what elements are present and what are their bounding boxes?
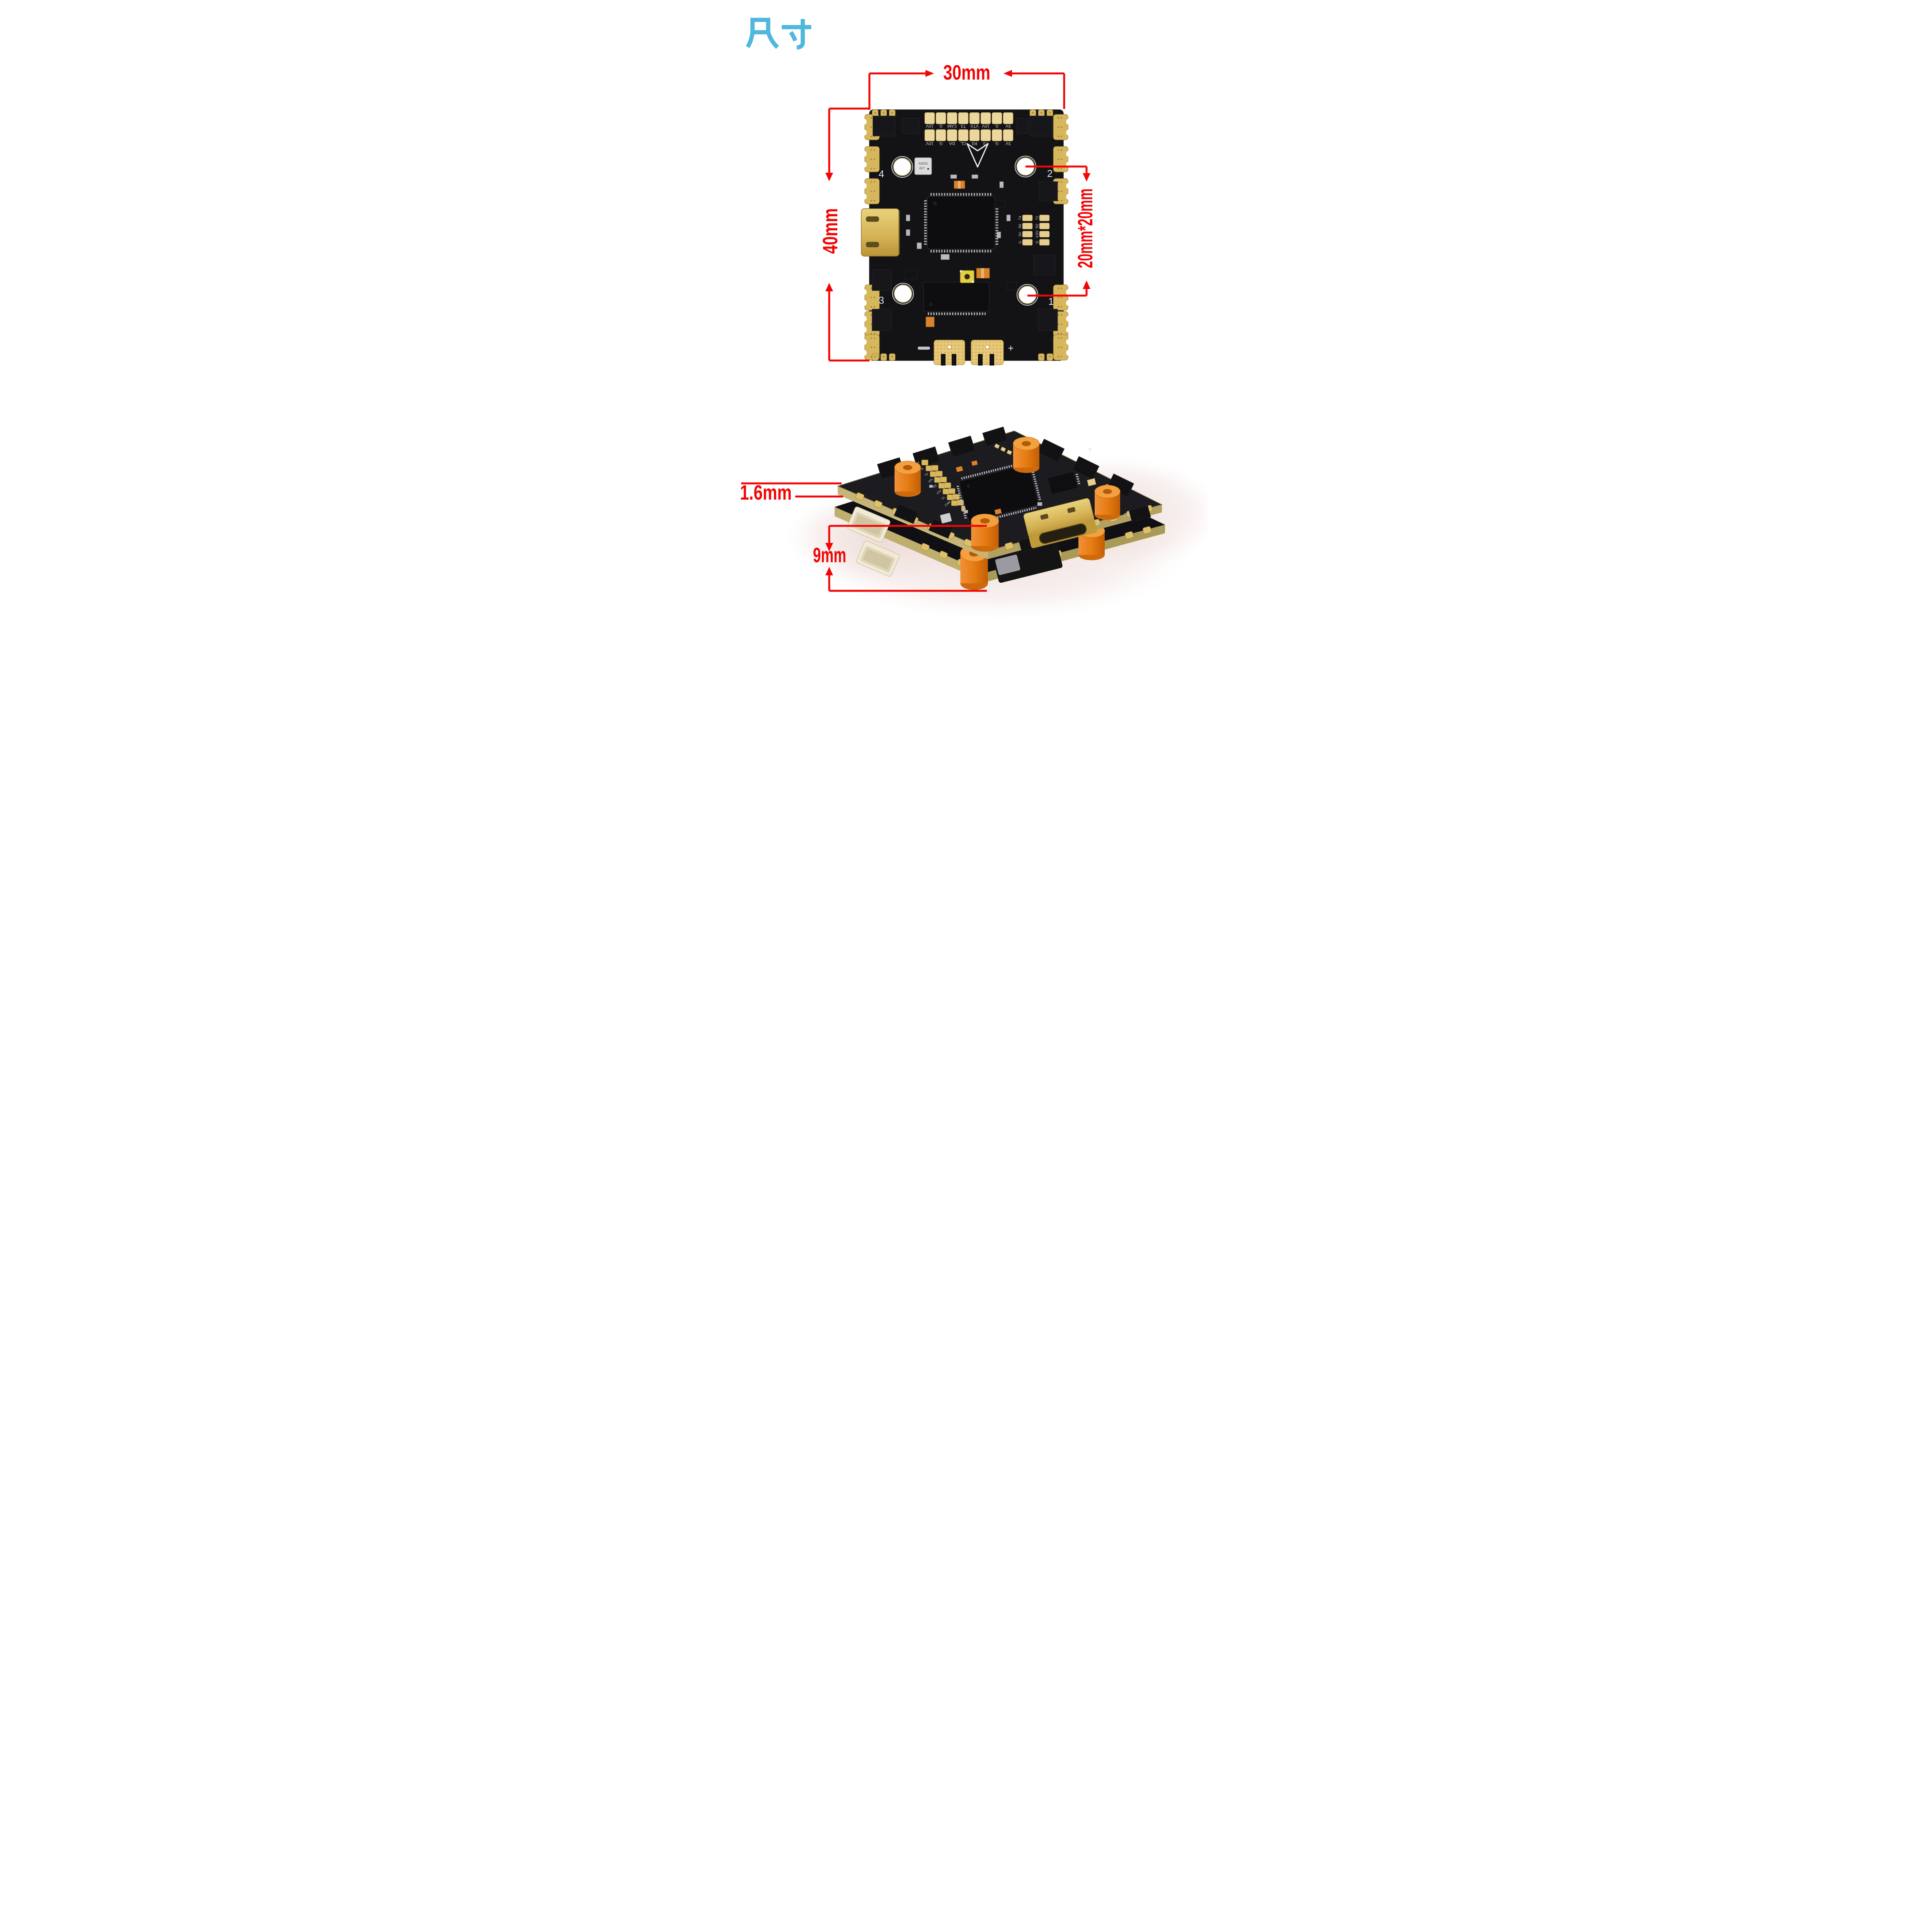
svg-text:10V: 10V	[982, 124, 990, 128]
passive-components	[905, 174, 1017, 327]
arrow-down-icon	[825, 173, 833, 181]
svg-text:G: G	[1018, 241, 1022, 243]
top-view-figure: 10V G CAM T3 VTX 10V G 5V 10V G DA CL R3…	[819, 61, 1097, 366]
svg-text:T2: T2	[1035, 216, 1039, 220]
title-glyph-chi	[746, 18, 779, 49]
side-view-figure: 5V G T3 10V R3 VTX CL CAM	[740, 426, 1208, 620]
signal-pad-rows: 10V G CAM T3 VTX 10V G 5V 10V G DA CL R3…	[924, 112, 1014, 146]
arrow-left-icon	[1003, 70, 1012, 77]
svg-text:5V: 5V	[1005, 124, 1011, 128]
hole-3	[892, 283, 914, 304]
tilted-flash-chip	[1047, 471, 1081, 495]
barometer-chip: A2023 A27	[908, 157, 932, 175]
dim-40mm-label: 40mm	[819, 208, 842, 254]
svg-text:DA: DA	[949, 141, 955, 146]
plus-mark: +	[1008, 342, 1014, 354]
dim-1-6mm: 1.6mm	[740, 481, 843, 504]
hole-numbers: 4 2 3 1	[879, 168, 1054, 307]
svg-text:VTX: VTX	[970, 124, 979, 128]
dim-20x20mm: 20mm*20mm	[1026, 165, 1097, 297]
svg-text:R6: R6	[1018, 224, 1022, 228]
page-title: 尺寸	[746, 18, 811, 50]
tilted-edge-letter: C	[1122, 512, 1129, 517]
svg-text:R2: R2	[1035, 224, 1039, 228]
svg-text:1: 1	[1048, 296, 1054, 307]
svg-text:G: G	[995, 141, 999, 146]
grommet-left	[894, 461, 921, 497]
svg-text:4.5V: 4.5V	[1035, 231, 1039, 238]
solder-bridge	[918, 347, 930, 350]
mounting-holes: 4 2 3 1	[879, 156, 1054, 307]
svg-text:4: 4	[879, 168, 884, 180]
dim-20x20-label: 20mm*20mm	[1074, 189, 1097, 268]
memory-chip	[923, 282, 990, 315]
svg-text:10V: 10V	[926, 124, 934, 128]
usb-connector-top-view	[861, 208, 900, 257]
tilted-plus-mark: +	[1086, 444, 1094, 454]
arrow-down-icon	[1083, 173, 1090, 182]
power-tab-1	[934, 340, 965, 366]
power-tab-2	[971, 340, 1004, 366]
dim-30mm-label: 30mm	[943, 61, 990, 84]
dim-1-6mm-label: 1.6mm	[740, 481, 792, 504]
svg-text:G: G	[920, 467, 924, 471]
mcu-chip	[924, 193, 998, 253]
arrow-up-icon	[1083, 281, 1090, 289]
baro-marking-2: A27	[919, 167, 925, 170]
dim-9mm-label: 9mm	[813, 544, 846, 567]
dim-9mm: 9mm	[813, 525, 987, 592]
svg-text:G: G	[1035, 241, 1039, 243]
hole-4	[891, 156, 913, 178]
grommet-front-center	[971, 514, 999, 552]
under-stack-capacitor	[993, 541, 1063, 583]
svg-text:T3: T3	[961, 124, 966, 128]
arrow-up-icon	[825, 283, 833, 291]
uart-pad-block: T4 R6 5V G T2 R2 4.5V G	[1018, 214, 1050, 246]
grommet-rear	[1013, 437, 1040, 473]
arrow-right-icon	[925, 70, 934, 77]
arrow-down-icon	[825, 543, 833, 551]
arrow-up-icon	[825, 567, 833, 575]
title-glyph-cun	[782, 19, 811, 50]
tilted-fet-blocks	[877, 426, 1151, 553]
led-button	[960, 270, 975, 283]
tilted-mcu	[956, 461, 1041, 525]
svg-text:5V: 5V	[1005, 141, 1011, 146]
svg-text:G: G	[939, 124, 943, 128]
baro-marking-1: A2023	[918, 162, 928, 165]
svg-text:G: G	[939, 141, 943, 146]
pad-row-inner-labels: 10V G DA CL R3 T3 G 5V	[926, 141, 1011, 146]
product-dimension-infographic: 尺寸	[724, 0, 1208, 692]
svg-text:G: G	[995, 124, 999, 128]
svg-text:CAM: CAM	[947, 124, 957, 128]
dimensions-figure: 尺寸	[740, 18, 1208, 620]
brand-arrow-logo	[966, 143, 989, 168]
pad-row-outer-labels: 10V G CAM T3 VTX 10V G 5V	[926, 124, 1011, 128]
svg-text:5V: 5V	[1018, 232, 1022, 236]
battery-power-pads: +	[918, 340, 1014, 366]
svg-text:T4: T4	[1018, 216, 1022, 220]
usb-connector-tilted	[1023, 498, 1097, 548]
svg-text:2: 2	[1047, 168, 1053, 179]
svg-text:10V: 10V	[926, 141, 934, 146]
svg-text:R3: R3	[972, 141, 977, 146]
dim-30mm: 30mm	[868, 61, 1065, 110]
grommet-right	[1094, 485, 1121, 520]
svg-text:3: 3	[879, 294, 884, 306]
uart-labels: T4 R6 5V G T2 R2 4.5V G	[1018, 216, 1039, 244]
svg-text:CL: CL	[961, 141, 966, 146]
dim-40mm: 40mm	[819, 107, 869, 362]
